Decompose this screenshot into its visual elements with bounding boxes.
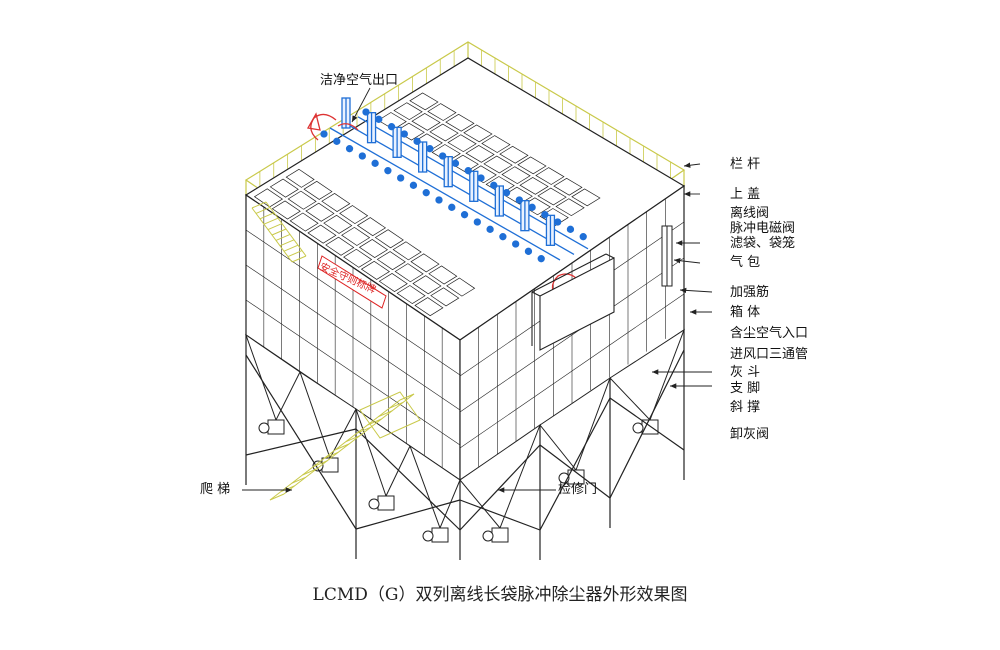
- label-discharge-valve: 卸灰阀: [730, 427, 770, 442]
- label-bags: 滤袋、袋笼: [730, 236, 796, 251]
- label-clean-air-outlet: 洁净空气出口: [320, 73, 399, 88]
- label-stiffener: 加强筋: [730, 285, 770, 300]
- label-railing: 栏 杆: [730, 157, 761, 172]
- label-box: 箱 体: [730, 305, 761, 320]
- ladder: [251, 201, 421, 501]
- inlet-duct: [531, 253, 615, 351]
- label-air-drum: 气 包: [730, 255, 761, 270]
- label-brace: 斜 撑: [730, 400, 761, 415]
- label-pulse-valve: 脉冲电磁阀: [730, 221, 796, 236]
- figure-caption: LCMD（G）双列离线长袋脉冲除尘器外形效果图: [312, 585, 688, 605]
- ash-hoppers: [245, 328, 686, 543]
- clean-air-arrow: [306, 112, 359, 141]
- label-offline-valve: 离线阀: [730, 206, 770, 221]
- cover-panels: [253, 92, 601, 317]
- pulse-valve-assembly: [320, 97, 589, 263]
- label-hopper: 灰 斗: [730, 365, 761, 380]
- safety-sign: [317, 255, 387, 309]
- label-access-door: 检修门: [558, 482, 598, 497]
- label-tee: 进风口三通管: [730, 347, 809, 362]
- leader-lines: [242, 87, 713, 493]
- label-ladder: 爬 梯: [200, 482, 231, 497]
- air-drum: [661, 225, 673, 287]
- label-leg: 支 脚: [730, 381, 761, 396]
- label-dust-inlet: 含尘空气入口: [730, 326, 809, 341]
- support-legs: [245, 330, 685, 560]
- label-top-cover: 上 盖: [730, 187, 761, 202]
